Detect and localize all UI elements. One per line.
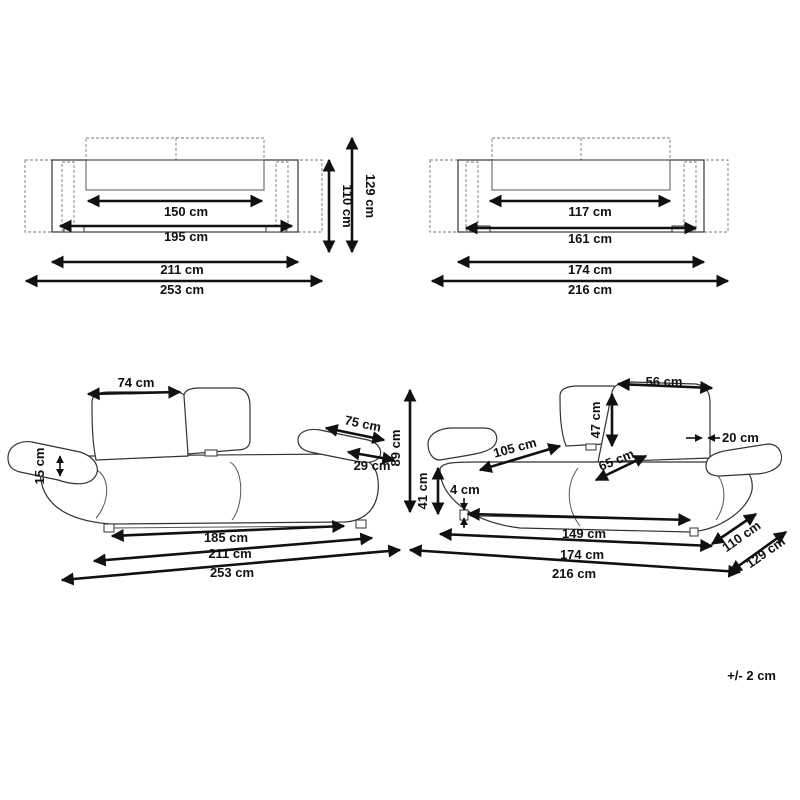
backrest-outline-2 [491,159,671,191]
backrest-hinge-2 [585,443,597,451]
backrest-outline [85,159,265,191]
top-view-3-seater: 150 cm 195 cm 211 cm 253 cm 110 cm 129 c… [24,136,378,297]
seat-cushion-line-2 [229,461,242,521]
tolerance-note: +/- 2 cm [727,668,776,683]
dim-label-15: 15 cm [32,448,47,485]
dim-line-110-side [710,512,758,546]
dim-line-29 [346,447,396,465]
dim-line-56 [616,378,714,394]
dim-line-216-side [408,544,742,578]
dim-label-105: 105 cm [492,435,538,461]
dim-label-4: 4 cm [450,482,480,497]
dim-label-211: 211 cm [160,262,203,277]
dim-line-149 [466,507,692,527]
dim-label-20: 20 cm [722,430,759,445]
dim-label-211-side: 211 cm [208,546,251,561]
right-leg-2 [689,527,699,537]
dim-label-216: 216 cm [568,282,612,297]
dim-label-117: 117 cm [568,204,611,219]
backrest-hinge [204,449,218,457]
dim-label-89: 89 cm [388,430,403,467]
dim-line-65 [594,454,648,482]
side-view-2-seater: 56 cm 47 cm 105 cm 65 cm 20 cm 41 cm 4 c… [408,374,788,581]
left-armrest-extended-2 [429,159,463,233]
left-armrest [7,441,98,485]
right-leg [355,519,367,529]
left-armrest-2 [427,427,498,461]
dim-line-174-side [438,528,714,552]
dim-label-47: 47 cm [588,402,603,439]
dim-label-150: 150 cm [164,204,208,219]
dim-label-29: 29 cm [354,458,391,473]
dim-label-185: 185 cm [204,530,248,545]
sofa-body-outline-2 [457,159,705,233]
top-view-2-seater: 117 cm 161 cm 174 cm 216 cm [429,137,730,297]
sofa-body-outline [51,159,299,233]
dim-line-75 [324,424,386,444]
dim-label-129: 129 cm [363,174,378,218]
dim-label-41: 41 cm [415,473,430,510]
dim-label-195: 195 cm [164,229,208,244]
dim-label-161: 161 cm [568,231,612,246]
side-view-3-seater: 74 cm 75 cm 29 cm 15 cm 89 cm 185 cm 211… [7,375,417,586]
backrest-left [91,391,189,461]
dim-label-253: 253 cm [160,282,204,297]
dim-line-105 [478,443,562,473]
dim-line-129-side [728,530,788,574]
dim-label-253-side: 253 cm [210,565,254,580]
dim-label-216-side: 216 cm [552,566,596,581]
left-leg [103,523,115,533]
right-armrest-2 [705,443,783,477]
dim-label-74: 74 cm [118,375,155,390]
backrest-right-2 [597,381,711,463]
dim-line-74 [86,385,182,401]
backrest-right [183,387,251,455]
dim-label-174: 174 cm [568,262,612,277]
dim-line-253-side [60,544,402,586]
dim-label-75: 75 cm [343,412,382,434]
seat-base-outline-2 [439,461,753,533]
back-cushion-extended [85,137,265,163]
dim-label-56: 56 cm [646,374,683,389]
